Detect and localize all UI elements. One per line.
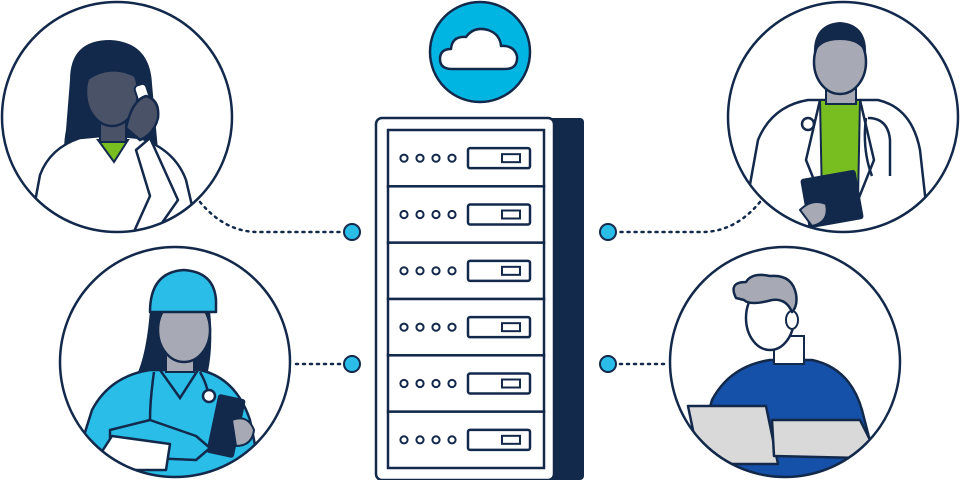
- server-led: [415, 435, 425, 445]
- connector-node: [343, 223, 361, 241]
- connector-doctor: [599, 200, 762, 241]
- server-led: [399, 266, 409, 276]
- server-drive-slot: [501, 153, 521, 164]
- server-drive-slot: [501, 434, 521, 445]
- server-drive-slot: [501, 209, 521, 220]
- server-led: [447, 322, 457, 332]
- server-unit: [386, 241, 546, 301]
- connector-nurse: [294, 355, 361, 373]
- cloud-icon: [428, 0, 532, 104]
- server-drive-slot: [501, 265, 521, 276]
- connector-node: [599, 223, 617, 241]
- server-led: [447, 435, 457, 445]
- server-unit: [386, 354, 546, 413]
- nurse-with-tablet-icon: [68, 268, 264, 477]
- server-led: [431, 378, 441, 389]
- server-led: [431, 209, 441, 220]
- server-units: [386, 128, 546, 470]
- server-unit: [386, 128, 546, 188]
- server-led: [415, 378, 425, 389]
- person-caller: [0, 0, 234, 234]
- server-led: [431, 266, 441, 276]
- connector-caller: [198, 200, 361, 241]
- server-rack-icon: [374, 116, 584, 480]
- connector-node: [599, 355, 617, 373]
- server-led: [399, 322, 409, 332]
- server-led: [415, 322, 425, 332]
- server-led: [431, 153, 441, 163]
- server-led: [399, 209, 409, 220]
- person-laptop-user: [668, 245, 902, 479]
- server-led: [431, 435, 441, 445]
- person-doctor: [726, 0, 960, 234]
- server-led: [399, 153, 409, 163]
- server-led: [447, 209, 457, 220]
- server-drive-slot: [501, 378, 521, 389]
- server-led: [399, 435, 409, 445]
- server-led: [447, 378, 457, 389]
- server-led: [415, 266, 425, 276]
- person-nurse: [58, 245, 292, 479]
- server-led: [399, 378, 409, 389]
- server-drive-slot: [501, 322, 521, 333]
- server-unit: [386, 185, 546, 244]
- server-led: [415, 209, 425, 220]
- server-led: [447, 153, 457, 163]
- server-led: [431, 322, 441, 332]
- connector-node: [343, 355, 361, 373]
- server-led: [447, 266, 457, 276]
- server-led: [415, 153, 425, 163]
- woman-on-phone-icon: [26, 40, 202, 232]
- server-unit: [386, 297, 546, 357]
- doctor-with-tablet-icon: [738, 22, 932, 232]
- connector-laptop-user: [599, 355, 666, 373]
- server-unit: [386, 410, 546, 470]
